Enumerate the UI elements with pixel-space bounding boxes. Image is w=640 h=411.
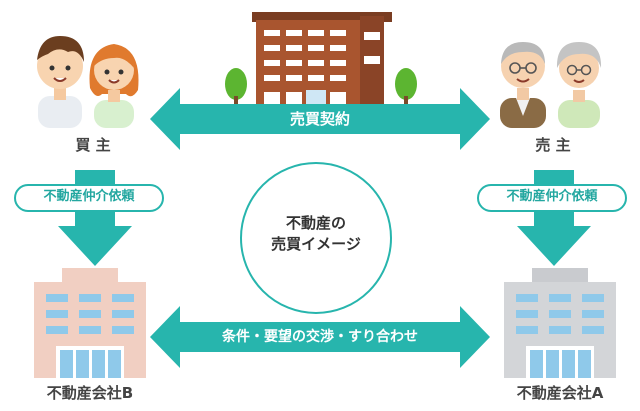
tree-icon	[225, 68, 417, 110]
company-b-label: 不動産会社B	[46, 384, 134, 402]
seller-elderly-couple-icon	[500, 42, 602, 128]
office-building-b-icon	[34, 268, 146, 378]
company-a-label: 不動産会社A	[516, 384, 604, 402]
buyer-request-pill: 不動産仲介依頼	[14, 184, 164, 212]
buyer-couple-icon	[37, 36, 139, 128]
negotiation-label: 条件・要望の交渉・すり合わせ	[222, 329, 418, 345]
apartment-building-icon	[225, 12, 417, 110]
seller-request-pill: 不動産仲介依頼	[477, 184, 627, 212]
seller-label: 売 主	[535, 136, 571, 154]
center-title: 不動産の 売買イメージ	[242, 213, 390, 255]
buyer-label: 買 主	[75, 136, 111, 154]
negotiation-double-arrow	[150, 306, 490, 368]
office-building-a-icon	[504, 268, 616, 378]
center-line-2: 売買イメージ	[271, 235, 361, 253]
center-circle	[240, 162, 392, 314]
contract-label: 売買契約	[289, 110, 350, 128]
center-line-1: 不動産の	[285, 214, 346, 232]
contract-double-arrow	[150, 88, 490, 150]
